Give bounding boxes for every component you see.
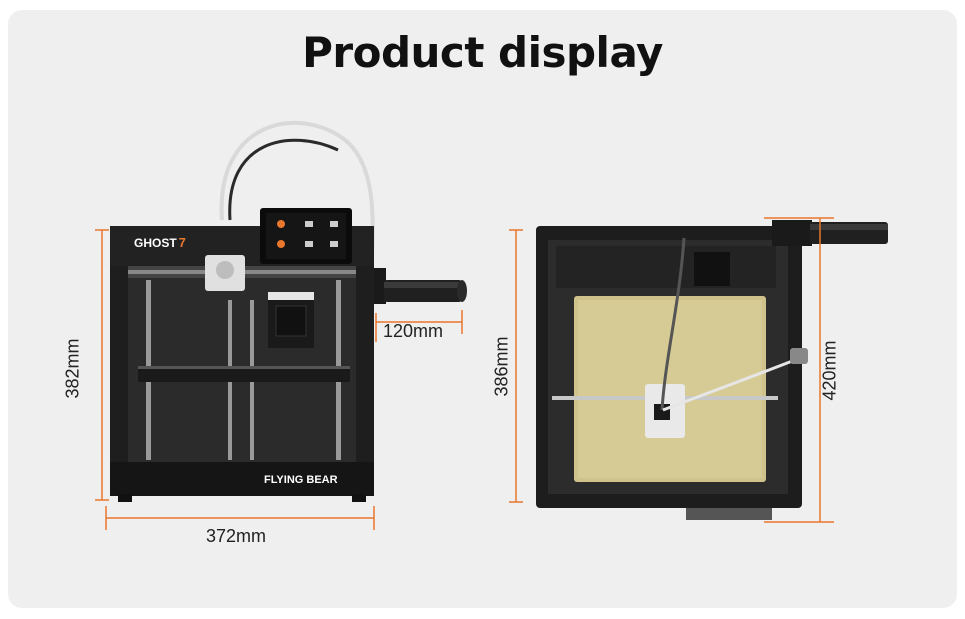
top-dimension-lines (509, 217, 834, 523)
top-total-depth-label: 420mm (819, 340, 840, 401)
front-printer (110, 120, 467, 502)
front-height-label: 382mm (62, 338, 83, 399)
page-title: Product display (302, 28, 663, 77)
front-width-label: 372mm (206, 526, 267, 546)
spool-length-label: 120mm (383, 321, 444, 341)
top-printer (536, 220, 888, 520)
brand-footer: FLYING BEAR (264, 474, 338, 486)
front-dimension-lines (95, 229, 463, 530)
top-depth-label: 386mm (491, 336, 512, 397)
